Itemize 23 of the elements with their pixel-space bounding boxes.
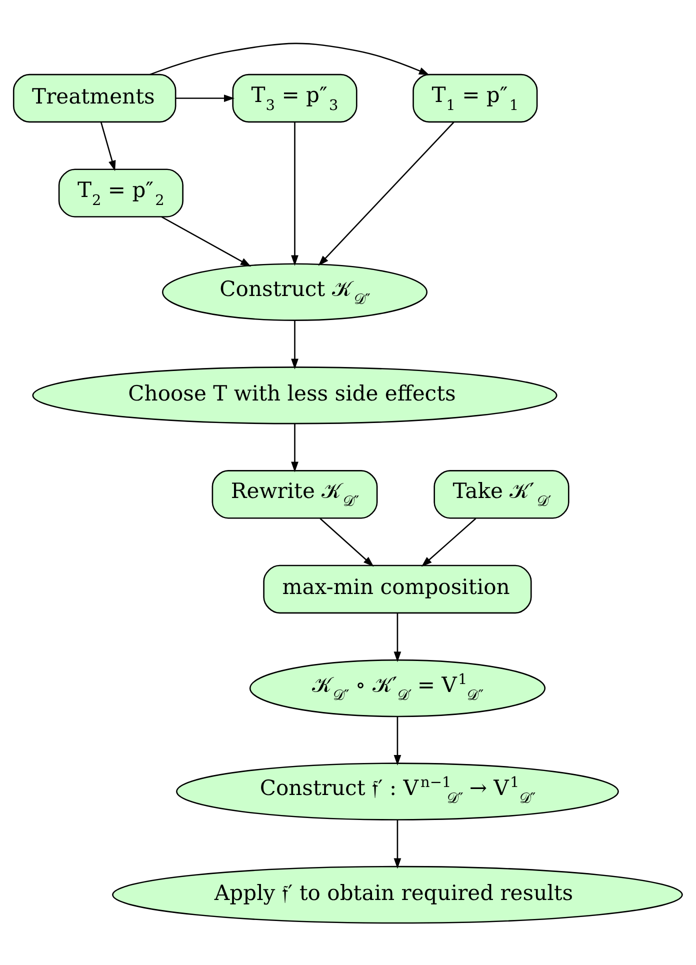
arrow [394, 612, 402, 662]
node-ellipse: Construct 𝒦$_{𝒟″}$ [162, 262, 428, 320]
node-box: Treatments [12, 73, 176, 122]
arrow [318, 121, 454, 266]
arrow [291, 423, 298, 472]
node-box: max-min composition [263, 564, 532, 614]
node-box: T$_{3}$ = p″$_{3}$ [232, 73, 358, 122]
node-ellipse: Apply 𝔣′ to obtain required results [112, 865, 683, 924]
arrow [421, 518, 476, 566]
node-box: Rewrite 𝒦$_{𝒟″}$ [212, 470, 378, 518]
arrow [394, 819, 402, 868]
arrow [176, 94, 235, 102]
node-ellipse: Choose T with less side effects [32, 366, 558, 424]
node-box: T$_{1}$ = p″$_{1}$ [412, 73, 538, 122]
arrow [291, 122, 298, 266]
arrow [394, 716, 402, 766]
arrow [161, 216, 252, 266]
arrow [150, 42, 430, 75]
arrow [291, 320, 298, 369]
arrow [320, 518, 374, 566]
arrow [100, 122, 116, 171]
node-box: T$_{2}$ = p″$_{2}$ [58, 168, 184, 217]
node-box: Take 𝒦′$_{𝒟′}$ [434, 470, 570, 518]
